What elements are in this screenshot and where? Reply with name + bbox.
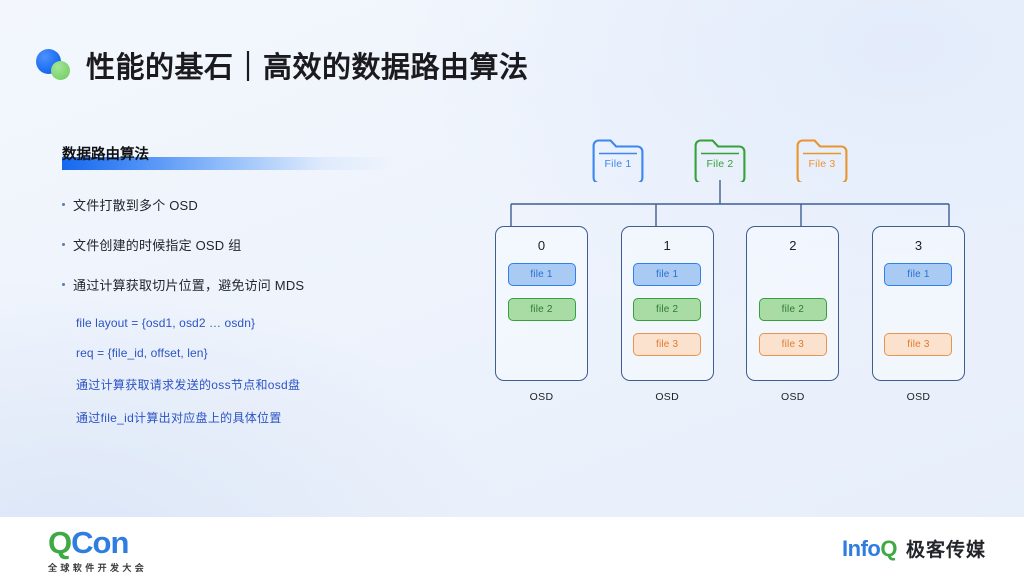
bullet-text: 文件打散到多个 OSD: [73, 198, 198, 213]
bullet-text: 文件创建的时候指定 OSD 组: [73, 238, 242, 253]
file-chip-empty: [759, 263, 827, 286]
osd-label: OSD: [529, 391, 554, 403]
osd-number: 2: [789, 238, 797, 253]
osd-number: 1: [663, 238, 671, 253]
folder-label: File 3: [808, 158, 836, 170]
osd-number: 3: [914, 238, 923, 253]
osd-number: 0: [537, 238, 546, 253]
list-item: 文件创建的时候指定 OSD 组: [62, 235, 462, 254]
bullet-text: 通过计算获取切片位置，避免访问 MDS: [73, 278, 305, 293]
bullet-dot-icon: [62, 243, 65, 246]
section-heading-underline: [62, 157, 394, 170]
folder-icon: [694, 139, 746, 182]
osd-slot: file 1: [633, 263, 702, 286]
file-chip: file 3: [633, 333, 702, 356]
qcon-wordmark: QCon: [48, 527, 147, 558]
qcon-logo: QCon 全球软件开发大会: [48, 527, 147, 574]
infoq-logo: InfoQ 极客传媒: [842, 535, 986, 562]
folder-label: File 2: [706, 158, 734, 170]
infoq-chinese-name: 极客传媒: [905, 540, 986, 561]
qcon-subtitle: 全球软件开发大会: [48, 563, 148, 573]
bullet-dot-icon: [62, 203, 65, 206]
page-title: 性能的基石｜高效的数据路由算法: [86, 52, 529, 84]
file-chip: file 1: [507, 263, 576, 286]
osd-slot: file 1: [507, 263, 576, 286]
section-heading: 数据路由算法: [62, 147, 149, 163]
qcon-logo-q: Q: [48, 525, 72, 560]
osd-slot-empty: [884, 298, 952, 321]
osd-label: OSD: [906, 391, 931, 403]
osd-slot: file 3: [758, 333, 827, 356]
infoq-logo-q: Q: [880, 536, 897, 561]
osd-slot: file 3: [633, 333, 702, 356]
infoq-logo-info: Info: [842, 536, 881, 561]
osd-row: 0 file 1 file 2 OSD 1 f: [495, 226, 965, 403]
osd-box: 2 file 2 file 3: [746, 226, 840, 381]
osd-slot: file 2: [507, 298, 576, 321]
code-line: 通过计算获取请求发送的oss节点和osd盘: [76, 378, 301, 392]
data-routing-diagram: File 1 File 2 File 3: [495, 138, 965, 408]
osd-label: OSD: [655, 391, 679, 403]
folder-icon: [592, 139, 644, 182]
code-line: file layout = {osd1, osd2 … osdn}: [76, 316, 256, 330]
osd-box: 0 file 1 file 2: [495, 226, 588, 381]
blue-green-dots-icon: [36, 48, 70, 82]
folder-row: File 1 File 2 File 3: [495, 138, 965, 190]
file-chip: file 1: [884, 263, 953, 286]
osd-node-1: 1 file 1 file 2 file 3 OSD: [620, 226, 714, 403]
osd-box: 1 file 1 file 2 file 3: [620, 226, 714, 381]
slide-header: 性能的基石｜高效的数据路由算法: [36, 44, 529, 86]
file-chip: file 2: [758, 298, 827, 321]
file-chip: file 3: [884, 333, 953, 356]
osd-slot-empty: [508, 333, 576, 356]
folder-icon: [796, 139, 848, 182]
osd-slot: file 3: [884, 333, 953, 356]
bullet-list: 文件打散到多个 OSD 文件创建的时候指定 OSD 组 通过计算获取切片位置，避…: [62, 195, 462, 294]
file-chip: file 1: [633, 263, 702, 286]
osd-node-2: 2 file 2 file 3 OSD: [746, 226, 840, 403]
osd-node-0: 0 file 1 file 2 OSD: [495, 226, 588, 403]
bullet-dot-icon: [62, 283, 65, 286]
file-chip: file 2: [633, 298, 702, 321]
tree-connector-lines: [510, 180, 950, 226]
folder-node-file-1: File 1: [591, 138, 645, 182]
folder-node-file-3: File 3: [795, 138, 849, 182]
code-line: req = {file_id, offset, len}: [76, 346, 208, 360]
osd-node-3: 3 file 1 file 3 OSD: [871, 226, 965, 403]
file-chip-empty: [884, 298, 952, 321]
slide-footer: QCon 全球软件开发大会 InfoQ 极客传媒: [0, 517, 1024, 576]
file-chip: file 3: [758, 333, 827, 356]
osd-slot: file 2: [758, 298, 827, 321]
osd-slot-empty: [759, 263, 827, 286]
osd-box: 3 file 1 file 3: [871, 226, 965, 381]
infoq-wordmark: InfoQ: [842, 536, 897, 562]
file-chip-empty: [508, 333, 576, 356]
folder-node-file-2: File 2: [693, 138, 747, 182]
osd-label: OSD: [780, 391, 805, 403]
code-block: file layout = {osd1, osd2 … osdn} req = …: [76, 316, 462, 426]
file-chip: file 2: [507, 298, 576, 321]
osd-slot: file 2: [633, 298, 702, 321]
list-item: 文件打散到多个 OSD: [62, 195, 462, 214]
code-line: 通过file_id计算出对应盘上的具体位置: [76, 411, 282, 425]
left-content-panel: 数据路由算法 文件打散到多个 OSD 文件创建的时候指定 OSD 组 通过计算获…: [62, 143, 462, 442]
folder-label: File 1: [604, 158, 632, 170]
list-item: 通过计算获取切片位置，避免访问 MDS: [62, 275, 462, 294]
osd-slot: file 1: [884, 263, 953, 286]
qcon-logo-con: Con: [71, 525, 129, 560]
